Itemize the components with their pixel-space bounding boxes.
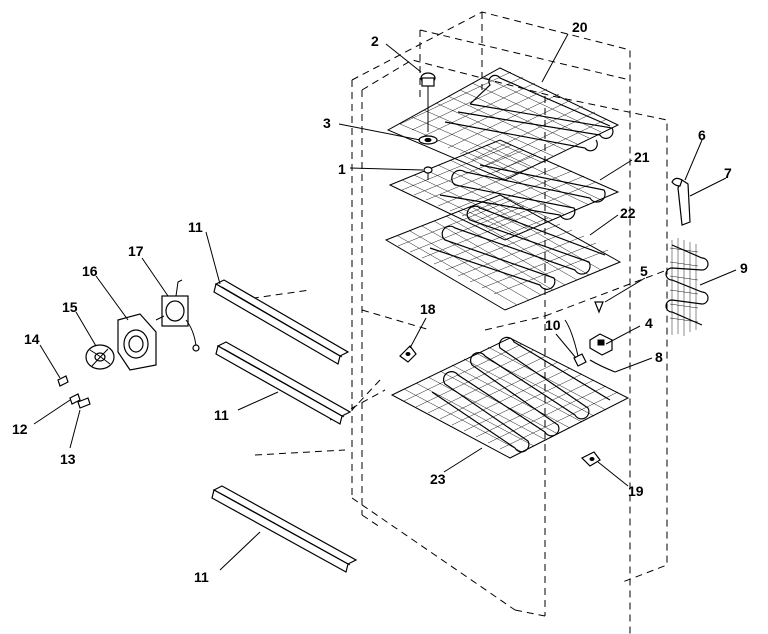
evaporator-shelf-21: [388, 139, 620, 241]
part-3-washer: [418, 135, 438, 145]
part-9-condenser-coil: [665, 238, 709, 336]
cabinet-outline: [239, 11, 668, 634]
leader-lines: [33, 33, 737, 571]
callout-8: 8: [655, 349, 663, 365]
part-19-clip: [580, 451, 601, 467]
callout-19: 19: [628, 483, 644, 499]
part-10-sensor: [564, 319, 587, 367]
callout-1: 1: [338, 161, 346, 177]
part-1-screw: [423, 166, 433, 180]
evaporator-shelf-20: [386, 67, 620, 181]
part-17-fan-motor: [155, 279, 200, 352]
part-15-fan-blade: [85, 344, 115, 370]
part-4-thermostat-clip: [589, 333, 613, 356]
callout-10: 10: [545, 317, 561, 333]
rail-11-upper: [213, 279, 350, 365]
callout-15: 15: [62, 299, 78, 315]
callout-11-middle: 11: [214, 407, 229, 423]
part-5-screw: [594, 301, 604, 314]
callout-9: 9: [740, 260, 748, 276]
callout-23: 23: [430, 471, 446, 487]
callout-12: 12: [12, 421, 28, 437]
callout-3: 3: [323, 115, 331, 131]
part-2-grommet: [420, 72, 436, 132]
callout-7: 7: [724, 165, 732, 181]
part-16-fan-shroud: [117, 313, 157, 371]
part-6-7-drain-tube: [671, 177, 691, 226]
callout-11-lower: 11: [194, 569, 209, 585]
rail-11-lower: [211, 485, 358, 573]
callout-13: 13: [60, 451, 76, 467]
evaporator-shelf-23: [390, 336, 630, 459]
callout-11-upper: 11: [188, 219, 203, 235]
callout-20: 20: [572, 19, 588, 35]
part-12-13-14-screws: [57, 375, 91, 409]
part-18-clip: [399, 345, 417, 363]
callout-labels: 1 2 3 4 5 6 7 8 9 10 11 11 11 12 13 14 1…: [12, 19, 748, 585]
callout-14: 14: [24, 331, 40, 347]
callout-4: 4: [645, 315, 653, 331]
rail-11-middle: [215, 341, 352, 425]
callout-2: 2: [371, 33, 379, 49]
callout-18: 18: [420, 301, 436, 317]
callout-5: 5: [640, 263, 648, 279]
callout-6: 6: [698, 127, 706, 143]
callout-17: 17: [128, 243, 144, 259]
callout-22: 22: [620, 205, 636, 221]
part-8-capillary-tube: [589, 359, 616, 373]
evaporator-shelf-22: [384, 194, 622, 311]
callout-21: 21: [634, 149, 650, 165]
callout-16: 16: [82, 263, 98, 279]
